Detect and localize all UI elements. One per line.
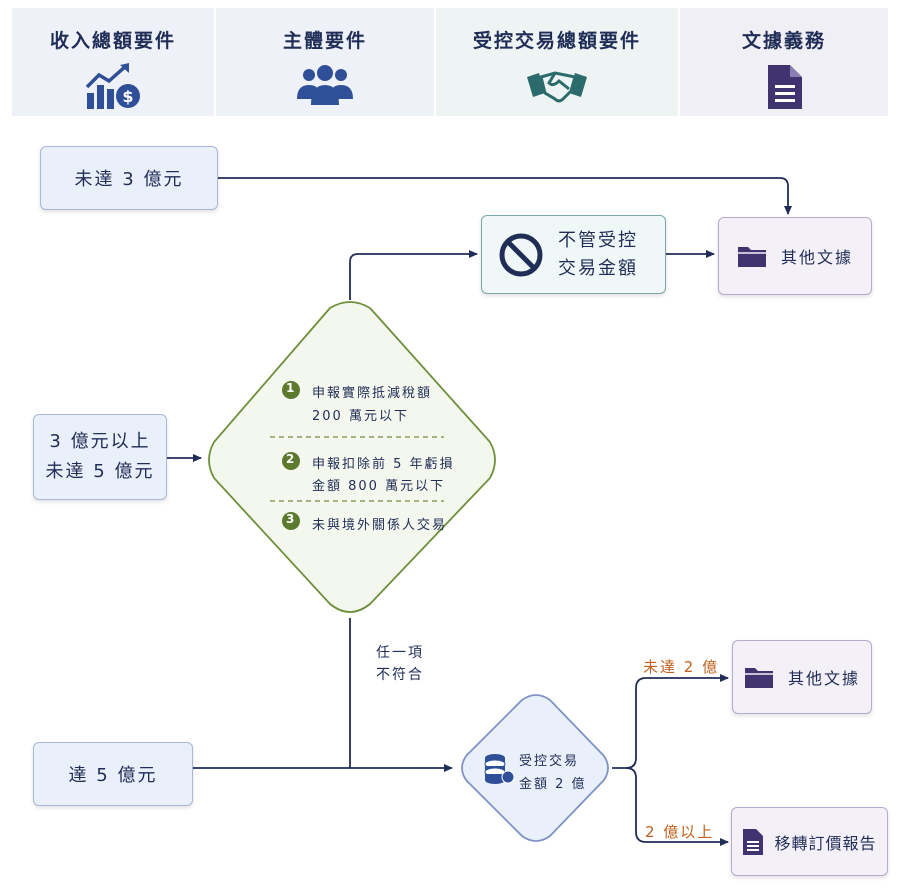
- prohibited-icon: [499, 233, 543, 276]
- ignore-controlled-amount-box[interactable]: 不管受控 交易金額: [481, 215, 666, 294]
- handshake-icon: [527, 71, 587, 103]
- condition-2-number: 2: [286, 452, 295, 466]
- other-docs-box-bottom[interactable]: 其他文據: [732, 640, 872, 714]
- label-over-2: 2 億以上: [645, 823, 715, 841]
- other-docs-bottom-label: 其他文據: [787, 669, 860, 688]
- conditions-diamond: [208, 301, 496, 613]
- revenue-3-to-5-box[interactable]: 3 億元以上 未達 5 億元: [33, 414, 167, 500]
- header-tab-label: 收入總額要件: [49, 30, 176, 52]
- condition-1-number: 1: [286, 381, 295, 395]
- revenue-mid-line2: 未達 5 億元: [45, 461, 155, 482]
- folder-icon: [737, 247, 766, 267]
- condition-2-line1: 申報扣除前 5 年虧損: [312, 457, 455, 472]
- header-tab-controlled-transactions[interactable]: 受控交易總額要件: [436, 8, 678, 116]
- amount-decision-diamond: [461, 694, 609, 842]
- arrow-under3-to-docs: [218, 177, 792, 215]
- header-tab-documentation[interactable]: 文據義務: [680, 8, 888, 116]
- transfer-report-label: 移轉訂價報告: [774, 833, 877, 853]
- revenue-under-3-label: 未達 3 億元: [74, 169, 184, 190]
- condition-1-badge: [282, 381, 300, 399]
- ignore-line2: 交易金額: [558, 257, 638, 279]
- condition-2-line2: 金額 800 萬元以下: [312, 479, 446, 494]
- revenue-chart-icon: $: [85, 63, 140, 109]
- label-under-2: 未達 2 億: [643, 658, 720, 676]
- header-tab-label: 受控交易總額要件: [472, 30, 641, 52]
- folder-icon: [744, 668, 773, 688]
- header-tab-label: 主體要件: [282, 30, 367, 52]
- header-tab-entity[interactable]: 主體要件: [216, 8, 434, 116]
- header-tab-label: 文據義務: [741, 30, 826, 52]
- revenue-over-5-box[interactable]: 達 5 億元: [33, 742, 193, 806]
- decision2-line2: 金額 2 億: [519, 777, 587, 792]
- condition-1-line2: 200 萬元以下: [312, 409, 409, 424]
- header-tab-revenue[interactable]: 收入總額要件 $: [12, 8, 214, 116]
- decision2-line1: 受控交易: [519, 754, 580, 769]
- svg-text:$: $: [122, 87, 133, 106]
- label-any-fail-2: 不符合: [376, 667, 424, 683]
- condition-3-number: 3: [286, 512, 295, 526]
- arrow-over2-to-report: [625, 767, 729, 846]
- document-icon: [768, 65, 802, 109]
- document-icon: [743, 828, 764, 855]
- ignore-line1: 不管受控: [558, 229, 638, 251]
- label-any-fail-1: 任一項: [376, 645, 424, 661]
- revenue-over-5-label: 達 5 億元: [68, 765, 158, 786]
- other-docs-top-label: 其他文據: [780, 248, 853, 267]
- revenue-under-3-box[interactable]: 未達 3 億元: [40, 146, 218, 210]
- condition-2-badge: [282, 452, 300, 470]
- coins-icon: [484, 754, 515, 784]
- revenue-mid-line1: 3 億元以上: [49, 431, 151, 452]
- arrow-conditions-to-ignore: [349, 250, 478, 300]
- arrow-under2-to-docs: [612, 674, 729, 769]
- transfer-pricing-report-box[interactable]: 移轉訂價報告: [731, 807, 888, 876]
- condition-3-line1: 未與境外關係人交易: [312, 518, 448, 533]
- people-group-icon: [297, 65, 353, 105]
- other-docs-box-top[interactable]: 其他文據: [718, 217, 872, 295]
- condition-3-badge: [282, 512, 300, 530]
- condition-1-line1: 申報實際抵減稅額: [312, 386, 433, 401]
